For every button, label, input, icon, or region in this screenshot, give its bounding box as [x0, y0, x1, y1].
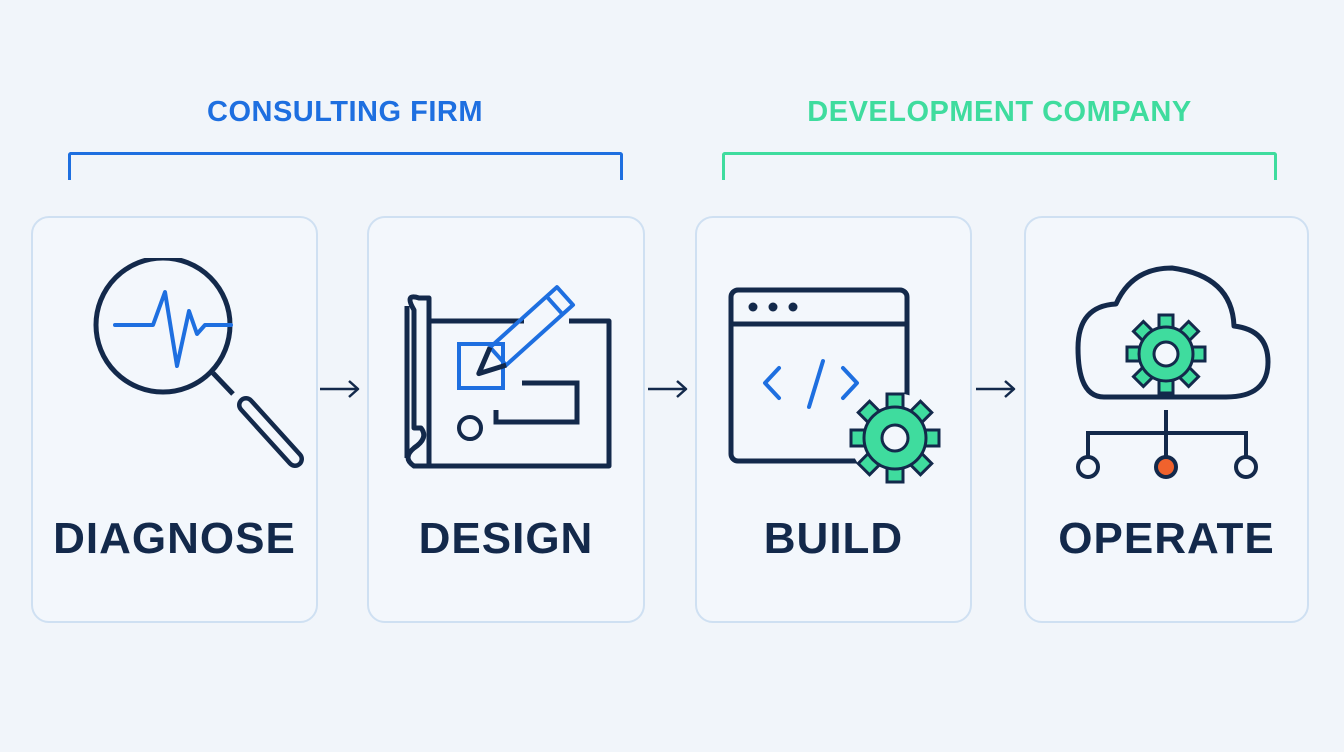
arrow-right-icon: [320, 380, 360, 398]
step-card-operate: OPERATE: [1024, 216, 1309, 623]
step-title-build: BUILD: [763, 514, 904, 563]
step-card-diagnose: DIAGNOSE: [31, 216, 318, 623]
blueprint-pencil-icon: [369, 258, 643, 498]
arrow-right-icon: [976, 380, 1016, 398]
step-card-design: DESIGN: [367, 216, 645, 623]
magnifier-pulse-icon: [33, 258, 316, 498]
bracket-development: [722, 152, 1277, 180]
arrow-right-icon: [648, 380, 688, 398]
step-title-diagnose: DIAGNOSE: [53, 514, 296, 563]
group-label-development: DEVELOPMENT COMPANY: [807, 96, 1192, 128]
group-label-consulting: CONSULTING FIRM: [207, 96, 483, 128]
step-card-build: BUILD: [695, 216, 972, 623]
step-title-operate: OPERATE: [1058, 514, 1275, 563]
cloud-gear-network-icon: [1026, 258, 1307, 498]
step-title-design: DESIGN: [418, 514, 594, 563]
code-window-gear-icon: [697, 258, 970, 498]
bracket-consulting: [68, 152, 623, 180]
